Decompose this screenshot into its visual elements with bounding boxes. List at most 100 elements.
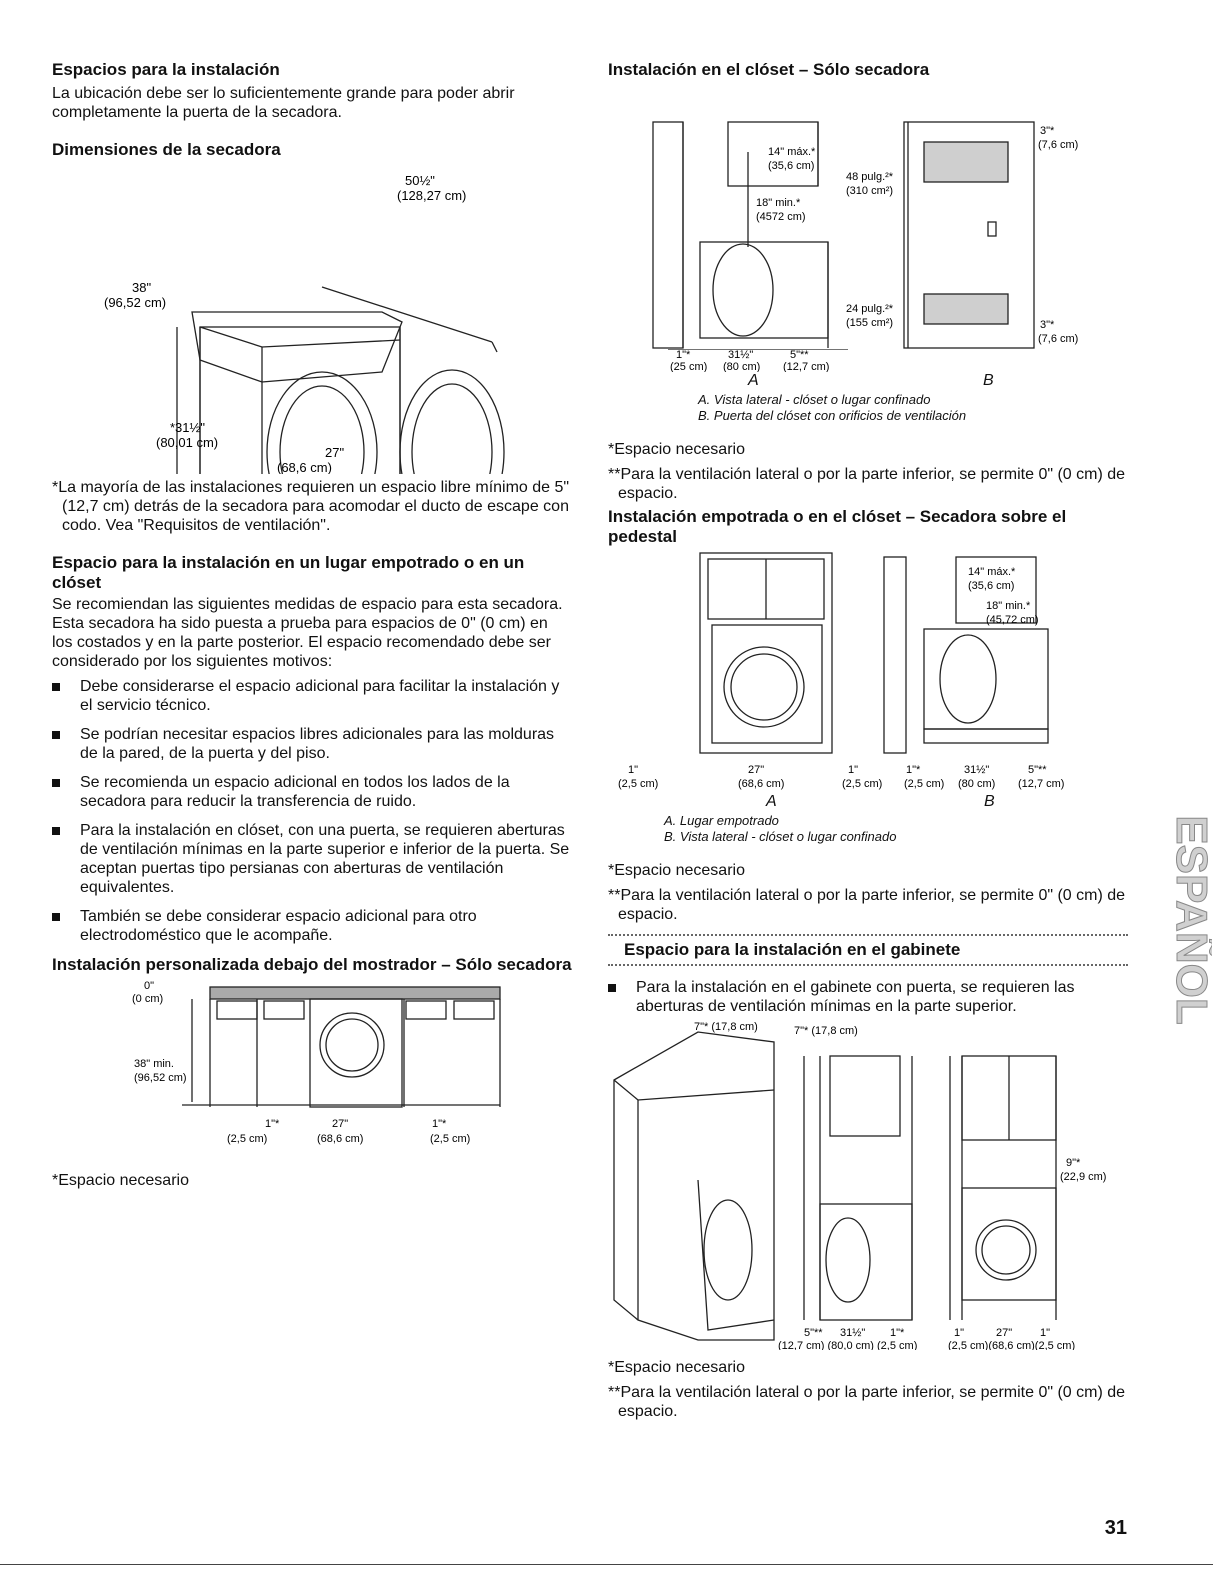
side-tab-label: ESPAÑOL [1167, 815, 1212, 1024]
ped-width-27-cm: (68,6 cm) [738, 778, 784, 790]
right-column: Instalación en el clóset – Sólo secadora… [608, 60, 1128, 1421]
cab-dim-c-cm: (22,9 cm) [1060, 1171, 1106, 1183]
closet-caption-b: B. Puerta del clóset con orificios de ve… [698, 408, 967, 423]
list-item: Se recomienda un espacio adicional en to… [52, 773, 572, 811]
section-title-gabinete: Espacio para la instalación en el gabine… [624, 940, 961, 959]
cab-dim-d: 5"** [804, 1327, 823, 1339]
footer-rule [0, 1564, 1213, 1565]
closet-width-31: 31½" [728, 349, 753, 361]
section-text-empotrado: Se recomiendan las siguientes medidas de… [52, 596, 563, 670]
section-title-espacios: Espacios para la instalación [52, 60, 280, 79]
cab-cm-row-2: (2,5 cm)(68,6 cm)(2,5 cm) [948, 1340, 1075, 1350]
pedestal-figure: 14" máx.* (35,6 cm) 18" min.* (45,72 cm)… [618, 552, 1064, 790]
ped-left-1-cm: (2,5 cm) [618, 778, 658, 790]
pedestal-note-1: *Espacio necesario [608, 862, 745, 879]
ped-b-left-1: 1"* [906, 764, 921, 776]
cab-dim-e: 31½" [840, 1327, 865, 1339]
gabinete-list: Para la instalación en el gabinete con p… [608, 978, 1128, 1016]
closet-vent-48: 48 pulg.²* [846, 171, 894, 183]
closet-left-1: 1"* [676, 349, 691, 361]
ped-width-27: 27" [748, 764, 764, 776]
ped-right-1-cm: (2,5 cm) [842, 778, 882, 790]
undercounter-figure: 0" (0 cm) 38" min. (96,52 cm) 1"* (2,5 c… [132, 980, 501, 1145]
counter-left-gap-cm: (2,5 cm) [227, 1133, 267, 1145]
list-item: Para la instalación en el gabinete con p… [608, 978, 1128, 1016]
cab-dim-g: 1" [954, 1327, 964, 1339]
ped-min-18-cm: (45,72 cm) [986, 614, 1039, 626]
counter-top-gap-cm: (0 cm) [132, 993, 163, 1005]
counter-height: 38" min. [134, 1058, 174, 1070]
closet-figure-labels: A B [608, 372, 1128, 392]
closet-vent-48-cm: (310 cm²) [846, 185, 893, 197]
dim-width-open: 50½" [405, 173, 435, 188]
closet-vent-24: 24 pulg.²* [846, 303, 894, 315]
counter-height-cm: (96,52 cm) [134, 1072, 187, 1084]
requirements-list: Debe considerarse el espacio adicional p… [52, 677, 572, 945]
section-title-closet: Instalación en el clóset – Sólo secadora [608, 60, 930, 79]
cab-dim-b: 7"* (17,8 cm) [794, 1025, 858, 1037]
closet-bottom-3-cm: (7,6 cm) [1038, 333, 1078, 345]
closet-min-18-cm: (4572 cm) [756, 211, 806, 223]
dim-width-open-cm: (128,27 cm) [397, 188, 466, 203]
ped-min-18: 18" min.* [986, 600, 1031, 612]
cabinet-note-2: **Para la ventilación lateral o por la p… [608, 1384, 1126, 1420]
ped-b-width-cm: (80 cm) [958, 778, 995, 790]
ped-b-right-5: 5"** [1028, 764, 1047, 776]
ped-max-14-cm: (35,6 cm) [968, 580, 1014, 592]
closet-top-3-cm: (7,6 cm) [1038, 139, 1078, 151]
cab-dim-i: 1" [1040, 1327, 1050, 1339]
list-item: Se podrían necesitar espacios libres adi… [52, 725, 572, 763]
ped-right-1: 1" [848, 764, 858, 776]
dim-depth-cm: (80,01 cm) [156, 435, 218, 450]
left-column: Espacios para la instalación La ubicació… [52, 60, 572, 1190]
section-title-pedestal: Instalación empotrada o en el clóset – S… [608, 507, 1067, 546]
closet-max-14-cm: (35,6 cm) [768, 160, 814, 172]
counter-top-gap: 0" [144, 980, 154, 992]
figure-label-a: A [766, 793, 777, 810]
dim-height-cm: (96,52 cm) [104, 295, 166, 310]
closet-note-1: *Espacio necesario [608, 441, 745, 458]
ped-left-1: 1" [628, 764, 638, 776]
counter-left-gap: 1"* [265, 1118, 280, 1130]
closet-right-5: 5"** [790, 349, 809, 361]
counter-right-gap: 1"* [432, 1118, 447, 1130]
cab-dim-a: 7"* (17,8 cm) [694, 1021, 758, 1033]
figure-label-b: B [983, 372, 994, 389]
closet-caption-a: A. Vista lateral - clóset o lugar confin… [698, 392, 931, 407]
counter-width: 27" [332, 1118, 348, 1130]
cab-dim-h: 27" [996, 1327, 1012, 1339]
pedestal-note-2: **Para la ventilación lateral o por la p… [608, 887, 1126, 923]
counter-note: *Espacio necesario [52, 1172, 189, 1189]
closet-figure: 14" máx.* (35,6 cm) 18" min.* (4572 cm) … [652, 121, 1078, 350]
closet-width-31-cm: (80 cm) [723, 361, 760, 372]
closet-min-18: 18" min.* [756, 197, 801, 209]
section-title-empotrado: Espacio para la instalación en un lugar … [52, 553, 525, 592]
list-item: Para la instalación en clóset, con una p… [52, 821, 572, 897]
list-item: También se debe considerar espacio adici… [52, 907, 572, 945]
pedestal-figure-labels: A B [608, 793, 1128, 813]
list-item: Debe considerarse el espacio adicional p… [52, 677, 572, 715]
closet-left-1-cm: (25 cm) [670, 361, 707, 372]
section-title-mostrador: Instalación personalizada debajo del mos… [52, 955, 572, 974]
ped-b-right-5-cm: (12,7 cm) [1018, 778, 1064, 790]
cab-cm-row-1: (12,7 cm) (80,0 cm) (2,5 cm) [778, 1340, 917, 1350]
closet-note-2: **Para la ventilación lateral o por la p… [608, 466, 1126, 502]
section-text-espacios: La ubicación debe ser lo suficientemente… [52, 85, 515, 121]
ped-b-left-1-cm: (2,5 cm) [904, 778, 944, 790]
counter-right-gap-cm: (2,5 cm) [430, 1133, 470, 1145]
cabinet-note-1: *Espacio necesario [608, 1359, 745, 1376]
ped-b-width: 31½" [964, 764, 989, 776]
language-side-tab: ESPAÑOL [1167, 815, 1213, 1025]
cabinet-figure: 7"* (17,8 cm) 7"* (17,8 cm) 9"* (22,9 cm… [613, 1021, 1106, 1350]
closet-max-14: 14" máx.* [768, 146, 816, 158]
figure-label-a: A [748, 372, 759, 389]
dimensions-note: *La mayoría de las instalaciones requier… [52, 479, 570, 534]
gabinete-header: Espacio para la instalación en el gabine… [608, 934, 1128, 966]
dim-height: 38" [132, 280, 151, 295]
pedestal-caption-a: A. Lugar empotrado [664, 813, 779, 828]
dryer-dimensions-figure: 50½" (128,27 cm) 38" (96,52 cm) *31½" (8… [104, 173, 505, 474]
closet-bottom-dims: 1"* (25 cm) 31½" (80 cm) 5"** (12,7 cm) [670, 349, 829, 372]
section-title-dimensiones: Dimensiones de la secadora [52, 140, 281, 159]
closet-vent-24-cm: (155 cm²) [846, 317, 893, 329]
ped-max-14: 14" máx.* [968, 566, 1016, 578]
